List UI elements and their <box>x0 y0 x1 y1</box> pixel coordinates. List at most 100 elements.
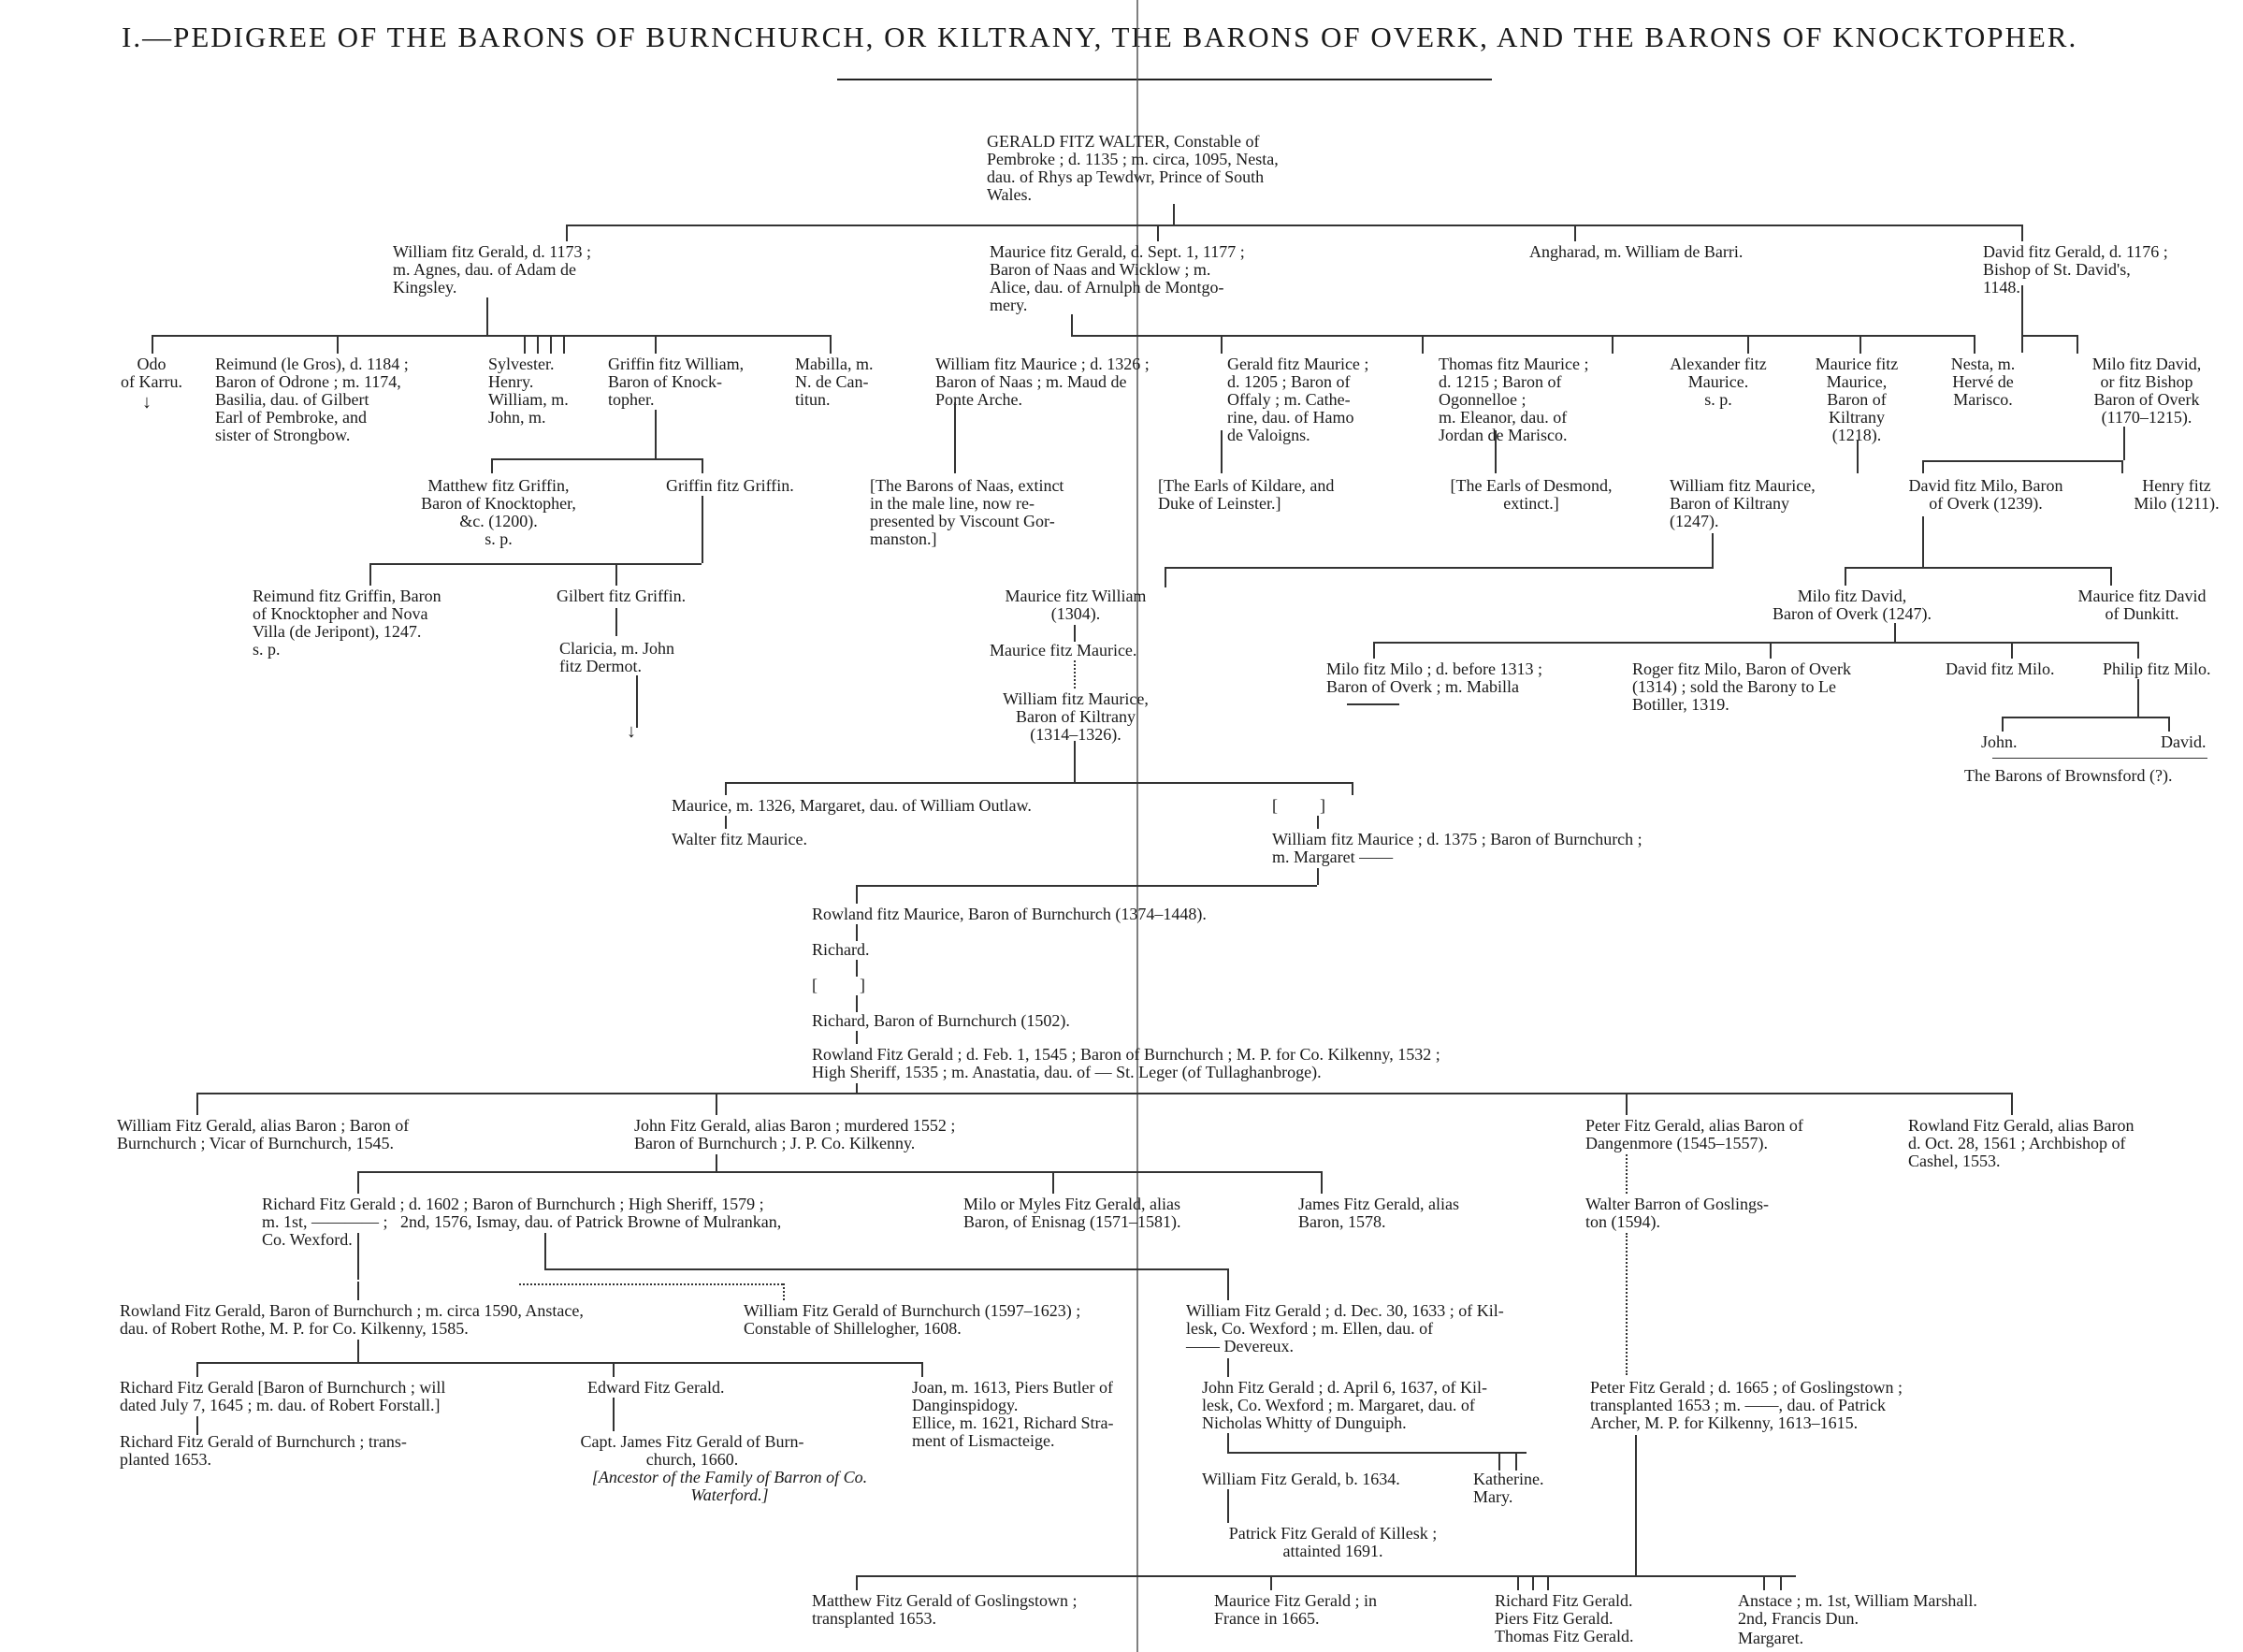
line <box>1321 1171 1323 1194</box>
line <box>1173 204 1175 225</box>
line <box>1860 335 1861 354</box>
line <box>544 1233 546 1270</box>
line <box>615 563 617 586</box>
person-sylvester-henry-william-john: Sylvester. Henry. William, m. John, m. <box>488 355 569 427</box>
line <box>196 1416 198 1435</box>
person-maurice-fitz-gerald-france: Maurice Fitz Gerald ; in France in 1665. <box>1214 1591 1377 1628</box>
arrow-down-icon: ↓ <box>142 392 152 413</box>
line <box>357 1340 359 1364</box>
person-griffin-fitz-griffin: Griffin fitz Griffin. <box>666 476 794 495</box>
person-nesta: Nesta, m. Hervé de Marisco. <box>1950 355 2016 409</box>
person-matthew-fitz-gerald-goslingstown: Matthew Fitz Gerald of Goslingstown ; tr… <box>812 1591 1078 1628</box>
line <box>2137 679 2139 718</box>
person-william-fitz-maurice-1375: William fitz Maurice ; d. 1375 ; Baron o… <box>1272 830 1642 866</box>
note-earls-of-kildare: [The Earls of Kildare, and Duke of Leins… <box>1158 476 1335 513</box>
note-barons-of-naas: [The Barons of Naas, extinct in the male… <box>870 476 1064 548</box>
person-edward-fitz-gerald: Edward Fitz Gerald. <box>587 1378 725 1397</box>
line <box>1780 1575 1782 1590</box>
line <box>2121 460 2123 473</box>
person-james-fitz-gerald: James Fitz Gerald, alias Baron, 1578. <box>1298 1195 1459 1231</box>
line <box>702 496 703 563</box>
person-patrick-fitz-gerald: Patrick Fitz Gerald of Killesk ; attaint… <box>1228 1524 1438 1560</box>
line <box>856 1575 858 1590</box>
line <box>337 335 339 354</box>
line <box>2011 642 2013 659</box>
line <box>2011 1093 2013 1115</box>
person-peter-fitz-gerald-1665: Peter Fitz Gerald ; d. 1665 ; of Gosling… <box>1590 1378 1903 1432</box>
line <box>1074 741 1076 784</box>
line <box>1515 1452 1517 1471</box>
line <box>954 402 956 473</box>
person-odo: Odo of Karru. <box>121 355 182 391</box>
page-fold-line <box>1136 0 1138 1652</box>
line <box>357 1171 359 1194</box>
line <box>1517 1575 1519 1590</box>
person-william-fitz-maurice: William fitz Maurice ; d. 1326 ; Baron o… <box>935 355 1150 409</box>
line <box>1635 1435 1637 1575</box>
person-peter-fitz-gerald: Peter Fitz Gerald, alias Baron of Dangen… <box>1585 1116 1803 1152</box>
person-joan-and-ellice: Joan, m. 1613, Piers Butler of Danginspi… <box>912 1378 1114 1450</box>
line <box>566 225 568 241</box>
line <box>2021 335 2077 337</box>
person-walter-barron: Walter Barron of Goslings- ton (1594). <box>1585 1195 1770 1231</box>
line <box>486 297 488 337</box>
line <box>1747 335 1749 354</box>
line <box>1352 782 1353 795</box>
person-rowland-fitz-gerald: Rowland Fitz Gerald ; d. Feb. 1, 1545 ; … <box>812 1045 1440 1081</box>
person-roger-fitz-milo: Roger fitz Milo, Baron of Overk (1314) ;… <box>1632 659 1851 714</box>
person-griffin-fitz-william: Griffin fitz William, Baron of Knock- to… <box>608 355 745 409</box>
line <box>1373 642 1375 659</box>
line <box>725 782 1352 784</box>
line <box>655 410 657 458</box>
person-reimund-fitz-griffin: Reimund fitz Griffin, Baron of Knocktoph… <box>253 587 441 659</box>
line <box>1071 335 1974 337</box>
person-maurice-fitz-gerald: Maurice fitz Gerald, d. Sept. 1, 1177 ; … <box>990 242 1245 314</box>
person-maurice-fitz-david: Maurice fitz David of Dunkitt. <box>2077 587 2207 623</box>
line <box>1165 567 1166 587</box>
person-rowland-fitz-maurice: Rowland fitz Maurice, Baron of Burnchurc… <box>812 905 1207 923</box>
line <box>1845 567 2111 569</box>
line <box>1165 567 1712 569</box>
person-angharad: Angharad, m. William de Barri. <box>1529 242 1744 261</box>
person-claricia: Claricia, m. John fitz Dermot. <box>559 639 674 675</box>
line <box>1532 1575 1534 1590</box>
dotted-line <box>519 1283 783 1285</box>
line <box>491 458 493 473</box>
bracket-unknown-1: [ ] <box>1272 796 1325 815</box>
line <box>369 563 371 586</box>
line <box>1074 625 1076 642</box>
line <box>1221 430 1223 473</box>
person-john-brownsford: John. <box>1981 732 2018 751</box>
line <box>357 1171 1321 1173</box>
line <box>1227 1358 1229 1377</box>
line <box>1922 516 1924 567</box>
person-walter-fitz-maurice: Walter fitz Maurice. <box>672 830 807 848</box>
dotted-line <box>1626 1154 1628 1194</box>
line <box>1373 642 2137 644</box>
person-thomas-fitz-maurice: Thomas fitz Maurice ; d. 1215 ; Baron of… <box>1439 355 1589 444</box>
line <box>1270 1575 1272 1590</box>
line <box>1347 703 1399 705</box>
line <box>1845 567 1846 586</box>
line <box>2002 717 2004 732</box>
line <box>1547 1575 1549 1590</box>
line <box>563 335 565 354</box>
person-william-fitz-gerald-killesk: William Fitz Gerald ; d. Dec. 30, 1633 ;… <box>1186 1301 1504 1355</box>
person-david-brownsford: David. <box>2161 732 2207 751</box>
line <box>1498 1452 1500 1471</box>
line <box>1712 533 1714 569</box>
person-matthew-fitz-griffin: Matthew fitz Griffin, Baron of Knocktoph… <box>421 476 576 548</box>
line <box>1626 1093 1628 1115</box>
line <box>2168 717 2170 732</box>
line <box>2021 225 2023 241</box>
line <box>1071 314 1073 337</box>
bracket-unknown-2: [ ] <box>812 976 865 994</box>
line <box>152 335 830 337</box>
line <box>2077 335 2078 354</box>
line <box>1227 1268 1229 1300</box>
person-anstace: Anstace ; m. 1st, William Marshall. 2nd,… <box>1738 1591 1977 1628</box>
line <box>537 335 539 354</box>
line <box>196 1093 198 1115</box>
line <box>1922 460 1924 473</box>
line <box>1157 225 1159 241</box>
